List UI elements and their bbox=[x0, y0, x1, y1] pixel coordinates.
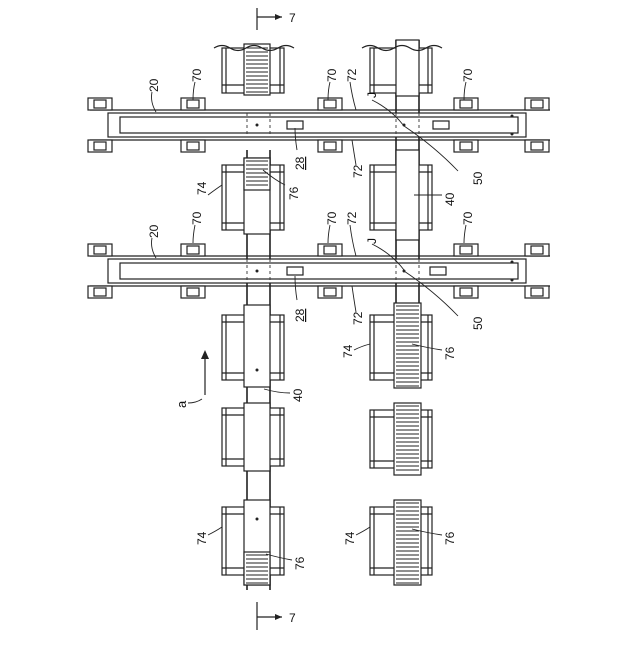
frame-left-5 bbox=[222, 500, 284, 585]
label-72-a: 72 bbox=[345, 68, 359, 82]
label-70-b: 70 bbox=[325, 68, 339, 82]
label-40-b: 40 bbox=[291, 388, 305, 402]
label-76-b: 76 bbox=[443, 346, 457, 360]
label-76-a: 76 bbox=[287, 186, 301, 200]
label-j-lower: J bbox=[365, 238, 379, 244]
label-70-e: 70 bbox=[325, 211, 339, 225]
label-70-c: 70 bbox=[461, 68, 475, 82]
label-28-lower: 28 bbox=[293, 308, 307, 322]
sensor-28-lower bbox=[287, 267, 303, 275]
section-label-bottom: 7 bbox=[289, 611, 296, 625]
direction-arrow bbox=[188, 350, 209, 403]
frame-left-3 bbox=[222, 305, 284, 387]
label-50-lower: 50 bbox=[471, 316, 485, 330]
label-74-b: 74 bbox=[341, 344, 355, 358]
frame-right-5 bbox=[370, 500, 432, 585]
label-70-f: 70 bbox=[461, 211, 475, 225]
section-mark-top bbox=[257, 8, 282, 30]
label-20-upper: 20 bbox=[147, 78, 161, 92]
label-70-a: 70 bbox=[190, 68, 204, 82]
label-40-a: 40 bbox=[443, 192, 457, 206]
sensor-28-upper bbox=[287, 121, 303, 129]
label-74-a: 74 bbox=[195, 181, 209, 195]
label-50-upper: 50 bbox=[471, 171, 485, 185]
transfer-device-upper bbox=[90, 110, 550, 140]
label-76-c: 76 bbox=[293, 556, 307, 570]
frame-left-2 bbox=[222, 158, 284, 234]
frame-right-3 bbox=[370, 303, 432, 388]
label-74-c: 74 bbox=[195, 531, 209, 545]
section-mark-bottom bbox=[257, 602, 282, 630]
frame-right-4 bbox=[370, 403, 432, 475]
label-72-d: 72 bbox=[351, 311, 365, 325]
label-72-b: 72 bbox=[351, 164, 365, 178]
label-j-upper: J bbox=[365, 92, 379, 98]
label-28-upper: 28 bbox=[293, 156, 307, 170]
label-20-lower: 20 bbox=[147, 224, 161, 238]
frame-left-4 bbox=[222, 403, 284, 471]
label-76-d: 76 bbox=[443, 531, 457, 545]
transfer-device-lower bbox=[90, 256, 550, 286]
frame-left-1 bbox=[222, 44, 284, 95]
direction-label: a bbox=[174, 400, 189, 408]
label-74-d: 74 bbox=[343, 531, 357, 545]
section-label-top: 7 bbox=[289, 11, 296, 25]
label-70-d: 70 bbox=[190, 211, 204, 225]
label-72-c: 72 bbox=[345, 211, 359, 225]
